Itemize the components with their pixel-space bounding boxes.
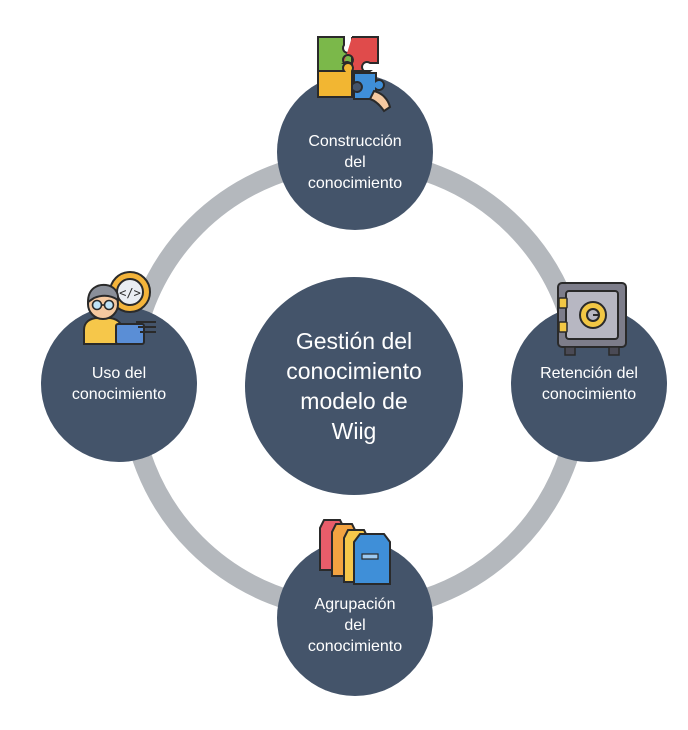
safe-icon	[557, 282, 627, 356]
center-line-1: Gestión del	[295, 328, 413, 354]
node-uso-line-2: conocimiento	[71, 386, 167, 403]
node-construccion-line-2: del	[344, 153, 366, 171]
node-agrupacion-line-3: conocimiento	[307, 637, 403, 655]
center-label: Gestión del conocimiento modelo de Wiig	[264, 326, 444, 446]
node-construccion-label: Construcción del conocimiento	[298, 131, 412, 194]
folders-icon	[319, 519, 391, 585]
puzzle-icon	[317, 36, 392, 113]
node-retencion-line-2: conocimiento	[541, 386, 637, 403]
node-retencion-line-1: Retención del	[540, 365, 638, 382]
center-node: Gestión del conocimiento modelo de Wiig	[245, 277, 463, 495]
node-agrupacion-line-1: Agrupación	[314, 595, 396, 613]
node-retencion-label: Retención del conocimiento	[530, 363, 648, 405]
node-uso-line-1: Uso del	[91, 365, 147, 382]
node-uso-label: Uso del conocimiento	[62, 363, 176, 405]
node-construccion-line-3: conocimiento	[307, 174, 403, 192]
node-agrupacion-label: Agrupación del conocimiento	[298, 594, 412, 657]
center-line-4: Wiig	[331, 418, 377, 444]
center-line-3: modelo de	[300, 388, 408, 414]
node-agrupacion-line-2: del	[344, 616, 366, 634]
node-construccion-line-1: Construcción	[308, 132, 402, 150]
svg-text:</>: </>	[119, 286, 141, 300]
programmer-icon: </>	[83, 271, 156, 345]
center-line-2: conocimiento	[286, 358, 422, 384]
node-retencion: Retención del conocimiento	[511, 306, 667, 462]
